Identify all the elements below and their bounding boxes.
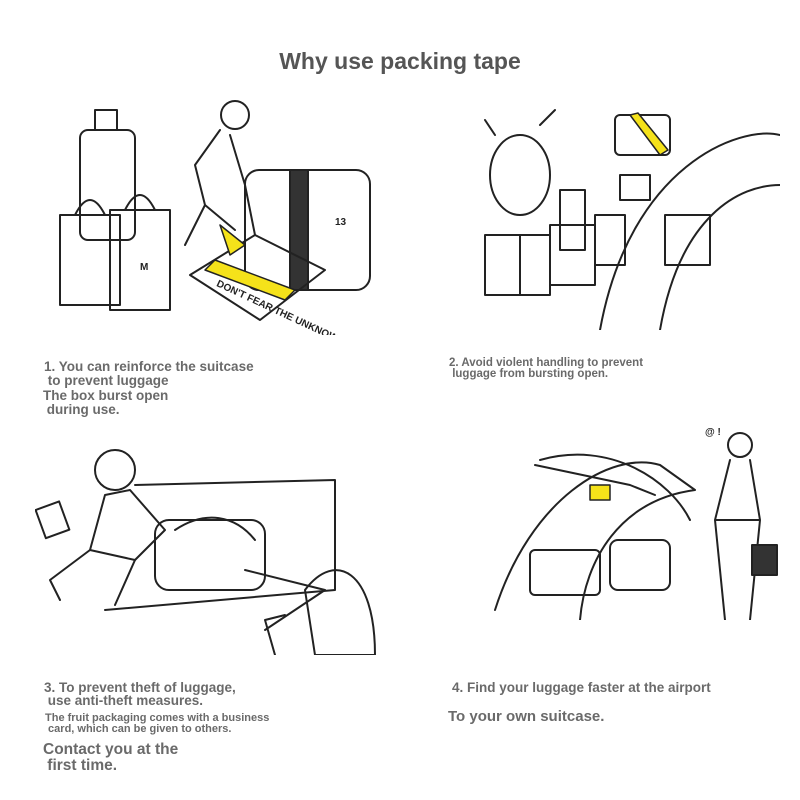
panel-4-heading: 4. Find your luggage faster at the airpo… xyxy=(452,680,711,695)
panel-4-body: To your own suitcase. xyxy=(448,708,605,725)
svg-text:M: M xyxy=(140,262,148,273)
panel-2-heading: 2. Avoid violent handling to prevent lug… xyxy=(449,357,644,380)
panel-3-heading: 3. To prevent theft of luggage, use anti… xyxy=(44,680,236,708)
panel-3-body: The fruit packaging comes with a busines… xyxy=(45,712,270,735)
svg-text:13: 13 xyxy=(335,217,347,228)
panel-1-heading: 1. You can reinforce the suitcase to pre… xyxy=(44,359,254,388)
illustration-find-luggage: @ ! xyxy=(494,427,778,620)
panel-1-body: The box burst open during use. xyxy=(43,388,169,418)
page-title: Why use packing tape xyxy=(279,48,521,74)
svg-text:@ !: @ ! xyxy=(705,427,721,438)
illustration-anti-theft xyxy=(35,449,376,655)
illustration-suitcase-strap: M 13 DON'T FEAR THE UNKNOWN xyxy=(59,100,371,335)
illustration-baggage-carousel xyxy=(484,109,780,330)
panel-3-footer: Contact you at the first time. xyxy=(43,741,179,774)
